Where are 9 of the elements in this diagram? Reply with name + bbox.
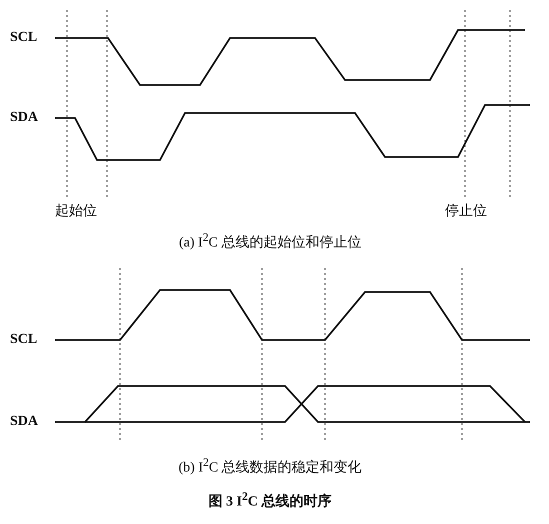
subfigure-caption: (b) I$^{2}$C 总线数据的稳定和变化 bbox=[178, 456, 362, 476]
signal-label: SDA bbox=[10, 111, 38, 125]
subfigure-caption: (a) I$^{2}$C 总线的起始位和停止位 bbox=[179, 232, 362, 250]
signal-label: SCL bbox=[10, 333, 38, 347]
figure-caption: 图 3 I$^{2}$C 总线的时序 bbox=[208, 490, 332, 510]
signal-label: SDA bbox=[10, 415, 38, 429]
annotation-label: 起始位 bbox=[55, 205, 97, 219]
annotation-label: 停止位 bbox=[445, 205, 487, 219]
signal-label: SCL bbox=[10, 31, 38, 45]
